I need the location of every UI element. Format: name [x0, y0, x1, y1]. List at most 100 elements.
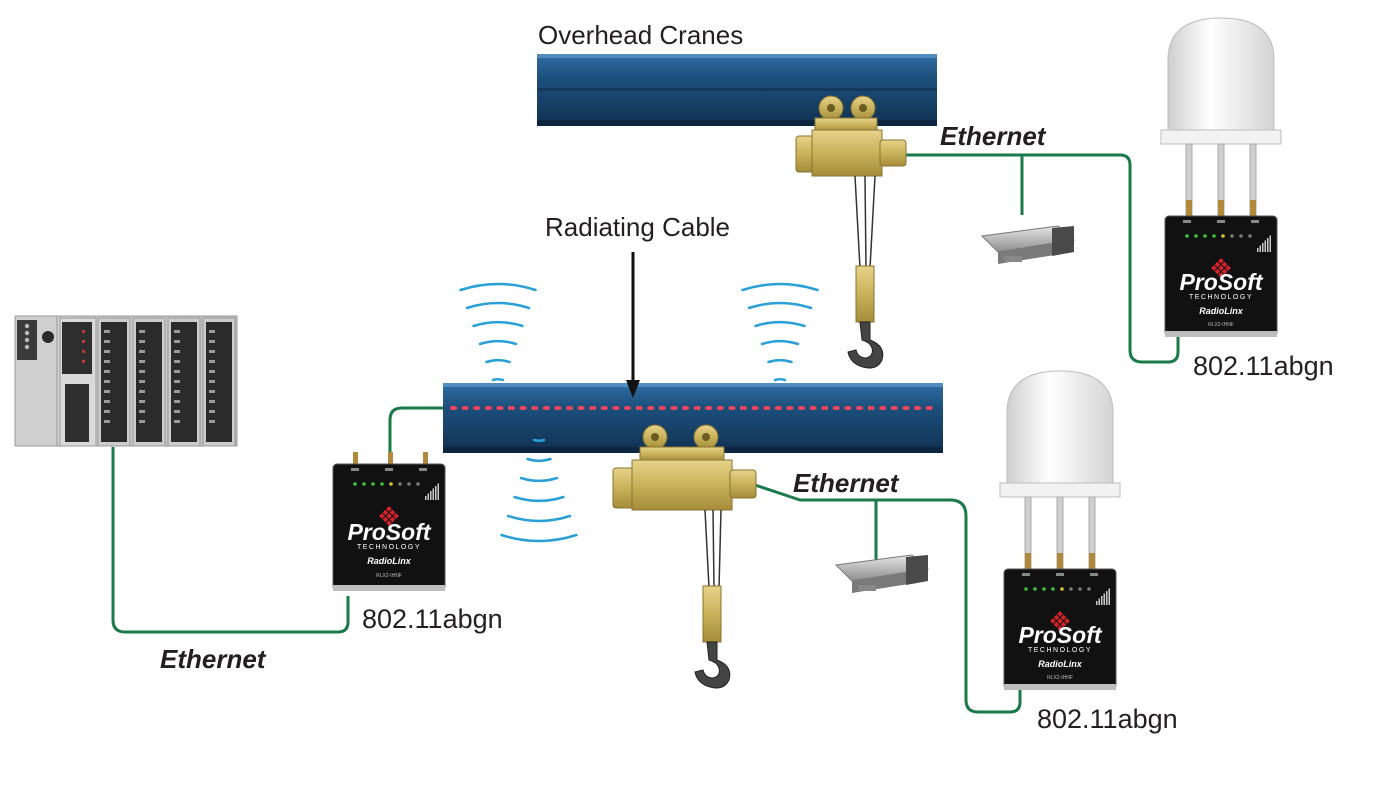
radio-status-led — [1185, 234, 1189, 238]
label-standard-top-radio: 802.11abgn — [1193, 351, 1334, 381]
radio-brand-left: ProSoft — [347, 519, 431, 545]
signal-wave-arc — [754, 320, 806, 328]
radio-model-top: RLX2-IHNF — [1208, 322, 1234, 328]
radio-signal-bar — [1267, 238, 1269, 252]
radio-status-led — [371, 482, 375, 486]
radiating-cable-dot — [798, 406, 805, 410]
crane-hook-main — [694, 641, 731, 689]
radiating-cable-dot — [635, 406, 643, 410]
hoist-top — [795, 95, 907, 369]
radio-status-led — [380, 482, 384, 486]
security-camera-bottom — [834, 554, 930, 593]
radiating-cable-dot — [751, 406, 759, 410]
radiating-cable-dot — [554, 406, 562, 410]
radio-signal-bar — [1101, 596, 1103, 605]
radiating-cable-dot — [624, 406, 631, 410]
radiating-cable-dot — [600, 406, 608, 410]
signal-wave-arc — [491, 377, 505, 382]
radio-status-led — [1042, 587, 1046, 591]
label-ethernet-top: Ethernet — [940, 121, 1046, 151]
radio-signal-bar — [437, 483, 439, 500]
radio-ant-port — [385, 468, 393, 471]
radio-signal-bar — [1103, 593, 1105, 605]
radio-status-led — [398, 482, 402, 486]
radio-ant-port — [1022, 573, 1030, 576]
radiating-cable-dot — [925, 406, 933, 410]
radio-signal-bar — [427, 493, 429, 500]
radiating-cable-dot — [809, 406, 817, 410]
signal-wave-arc — [760, 339, 800, 346]
radiating-cable-dot — [566, 406, 573, 410]
radiating-cable-dot — [473, 406, 481, 410]
radiating-cable-dot — [914, 406, 921, 410]
label-overhead-cranes: Overhead Cranes — [538, 20, 744, 50]
radiating-cable-dots — [450, 406, 933, 410]
cable-bottom-hoist-to-radio — [754, 483, 1022, 714]
radio-ant-port — [1251, 220, 1259, 223]
radiating-cable-dot — [844, 406, 852, 410]
radio-product-left: RadioLinx — [367, 556, 411, 566]
signal-wave-arc — [485, 358, 511, 364]
radio-ant-port — [1217, 220, 1225, 223]
radio-status-led — [389, 482, 393, 486]
signal-wave-arc — [741, 282, 819, 292]
radiating-cable-dot — [821, 406, 829, 410]
radio-signal-bar — [432, 488, 434, 500]
signal-wave-arc — [519, 476, 559, 483]
radio-status-led — [1033, 587, 1037, 591]
crane-beam-top — [537, 54, 937, 126]
signal-wave-arc — [773, 377, 787, 382]
radio-signal-bar — [1259, 245, 1261, 252]
radiating-cable-dot — [508, 406, 515, 410]
signal-wave-arc — [459, 282, 537, 292]
radio-status-led — [1248, 234, 1252, 238]
radio-status-led — [1024, 587, 1028, 591]
radio-status-led — [407, 482, 411, 486]
radiating-cable-dot — [670, 406, 678, 410]
radio-brand-bottom: ProSoft — [1018, 622, 1102, 648]
radio-status-led — [1221, 234, 1225, 238]
radiating-cable-dot — [763, 406, 771, 410]
label-standard-bottom-radio: 802.11abgn — [1037, 704, 1178, 734]
radiating-cable-dot — [716, 406, 724, 410]
radiating-cable-dot — [774, 406, 782, 410]
radio-status-led — [1069, 587, 1073, 591]
radiating-cable-dot — [856, 406, 863, 410]
radiating-cable-dot — [484, 406, 492, 410]
arrow-down-icon — [626, 252, 640, 398]
radio-signal-bar — [1264, 240, 1266, 252]
radiating-cable-dot — [879, 406, 887, 410]
signal-wave-arc — [747, 301, 813, 310]
radio-status-led — [1239, 234, 1243, 238]
radiating-cable-dot — [867, 406, 875, 410]
plc-rack — [14, 315, 238, 447]
radio-ant-port — [1090, 573, 1098, 576]
radiating-cable-dot — [519, 406, 527, 410]
radio-signal-bar — [1098, 598, 1100, 605]
signal-wave-arc — [506, 514, 572, 523]
radio-signal-bar — [1269, 235, 1271, 252]
radio-product-top: RadioLinx — [1199, 306, 1243, 316]
signal-wave-arc — [526, 457, 552, 463]
radiating-cable-dot — [589, 406, 597, 410]
radiating-cable-dot — [658, 406, 666, 410]
radio-ant-port — [351, 468, 359, 471]
radiating-cable-dot — [728, 406, 736, 410]
radio-status-led — [1203, 234, 1207, 238]
radio-ant-port — [1056, 573, 1064, 576]
ethernet-cables — [111, 153, 1180, 714]
signal-wave-arc — [500, 533, 578, 543]
radio-antenna-dome-bottom — [999, 370, 1121, 570]
left-radio-antennas — [353, 452, 428, 466]
cable-plc-to-left-radio — [111, 447, 350, 634]
radiating-cable-dot — [786, 406, 794, 410]
radio-unit-left: ProSoft TECHNOLOGY RadioLinx RLX2-IHNF — [332, 463, 446, 591]
signal-wave-arc — [478, 339, 518, 346]
radio-model-left: RLX2-IHNF — [376, 573, 402, 579]
radio-brand-sub-left: TECHNOLOGY — [357, 544, 421, 551]
radiating-cable-dot — [647, 406, 655, 410]
radiating-cable-dot — [890, 406, 898, 410]
radio-status-led — [1087, 587, 1091, 591]
radiating-cable-dot — [693, 406, 701, 410]
